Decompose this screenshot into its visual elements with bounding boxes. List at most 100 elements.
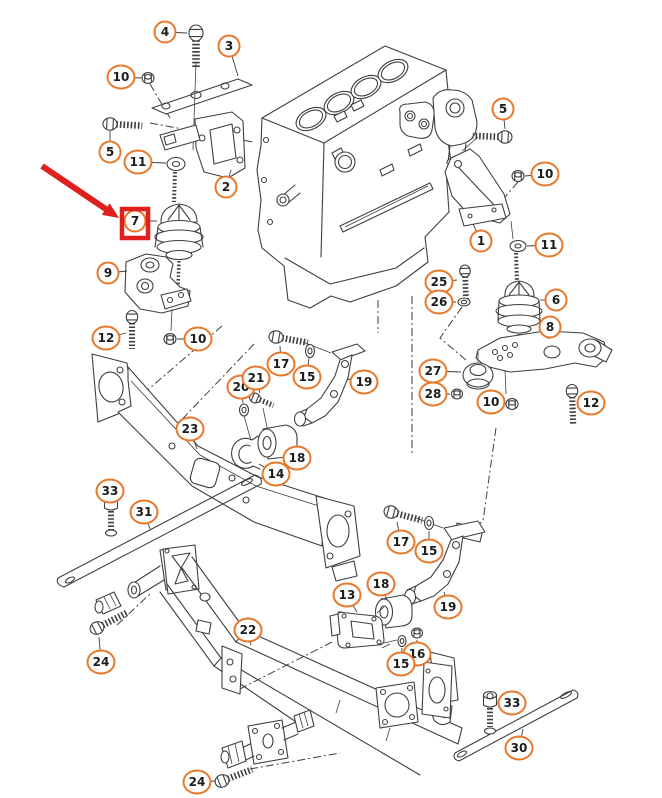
bolt-4 <box>188 24 204 69</box>
callout-11-13[interactable]: 11 <box>534 232 564 258</box>
callout-15-23[interactable]: 15 <box>292 364 322 390</box>
callout-33-30[interactable]: 33 <box>95 478 125 504</box>
callout-18-34[interactable]: 18 <box>366 571 396 597</box>
callout-8-17[interactable]: 8 <box>538 315 562 339</box>
svg-text:24: 24 <box>93 655 110 669</box>
nut-10-b <box>163 333 177 345</box>
callout-26-15[interactable]: 26 <box>424 289 454 315</box>
callout-24-43[interactable]: 24 <box>182 769 212 795</box>
mount-6-stud-top <box>514 252 519 283</box>
callout-1-12[interactable]: 1 <box>469 229 493 253</box>
callout-5-3[interactable]: 5 <box>98 140 122 164</box>
washer-11-right <box>509 239 527 253</box>
callout-21-26[interactable]: 21 <box>241 365 271 391</box>
bolt-24-bottom <box>214 766 254 788</box>
callout-28-19[interactable]: 28 <box>418 381 448 407</box>
bolt-25 <box>459 264 471 301</box>
mount-cylinder-bottom <box>220 709 315 769</box>
callout-15-33[interactable]: 15 <box>414 538 444 564</box>
nut-28 <box>450 388 464 400</box>
svg-text:10: 10 <box>113 70 130 84</box>
callout-22-37[interactable]: 22 <box>233 617 263 643</box>
svg-text:12: 12 <box>583 396 600 410</box>
svg-text:17: 17 <box>273 357 290 371</box>
callout-23-27[interactable]: 23 <box>175 416 205 442</box>
callout-6-16[interactable]: 6 <box>544 288 568 312</box>
callout-19-36[interactable]: 19 <box>433 594 463 620</box>
callout-15-39[interactable]: 15 <box>386 651 416 677</box>
svg-text:19: 19 <box>356 375 373 389</box>
svg-text:8: 8 <box>546 320 554 334</box>
plate-3 <box>151 78 253 115</box>
coolant-flange <box>399 89 478 167</box>
bolt-5-left <box>102 117 143 131</box>
nut-10-a <box>141 72 155 84</box>
callout-31-31[interactable]: 31 <box>129 499 159 525</box>
callout-14-29[interactable]: 14 <box>261 461 291 487</box>
callout-11-4[interactable]: 11 <box>123 149 153 175</box>
svg-text:5: 5 <box>106 145 114 159</box>
svg-text:10: 10 <box>537 167 554 181</box>
bracket-14 <box>231 435 261 470</box>
bolt-17-upper-axis <box>302 341 332 354</box>
svg-text:23: 23 <box>182 422 199 436</box>
callout-7-6[interactable]: 7 <box>123 209 147 233</box>
washer-11-left <box>166 156 186 172</box>
callout-12-8[interactable]: 12 <box>91 325 121 351</box>
bracket-19-lower <box>403 520 486 606</box>
bracket-9 <box>124 253 192 332</box>
bolt-21 <box>249 392 275 408</box>
nut-10-c <box>511 170 525 182</box>
subframe-23 <box>91 353 361 582</box>
callout-17-22[interactable]: 17 <box>266 351 296 377</box>
flange-plate-round-hole <box>375 681 419 729</box>
svg-text:14: 14 <box>268 467 285 481</box>
svg-text:33: 33 <box>102 484 119 498</box>
callout-10-20[interactable]: 10 <box>476 389 506 415</box>
callout-18-28[interactable]: 18 <box>282 445 312 471</box>
bracket-19-upper <box>293 343 366 427</box>
callout-10-2[interactable]: 10 <box>106 64 136 90</box>
hardware-layer <box>89 24 579 788</box>
callout-10-11[interactable]: 10 <box>530 161 560 187</box>
callout-30-42[interactable]: 30 <box>504 735 534 761</box>
svg-text:11: 11 <box>130 155 147 169</box>
nut-16 <box>410 627 424 639</box>
callout-2-5[interactable]: 2 <box>214 175 238 199</box>
mount-7-stud-bottom <box>176 260 181 287</box>
bolt-5-right <box>472 130 513 144</box>
callout-3-1[interactable]: 3 <box>217 34 241 58</box>
svg-text:4: 4 <box>161 25 169 39</box>
bolt-24-left <box>89 609 130 635</box>
callout-33-41[interactable]: 33 <box>497 690 527 716</box>
svg-text:6: 6 <box>552 293 560 307</box>
nut-10-d <box>505 398 519 410</box>
callout-24-40[interactable]: 24 <box>86 649 116 675</box>
callout-19-24[interactable]: 19 <box>349 369 379 395</box>
damper-27 <box>462 352 494 390</box>
engine-mount-7 <box>154 203 204 261</box>
highlight-arrow-head <box>101 203 119 218</box>
callout-10-9[interactable]: 10 <box>183 326 213 352</box>
bracket-1 <box>444 148 514 240</box>
svg-text:17: 17 <box>393 535 410 549</box>
callout-27-18[interactable]: 27 <box>418 358 448 384</box>
crossmember-22 <box>159 544 463 776</box>
callout-4-0[interactable]: 4 <box>153 20 177 44</box>
bracket-8 <box>475 330 613 395</box>
svg-text:15: 15 <box>421 544 438 558</box>
callout-9-7[interactable]: 9 <box>96 261 120 285</box>
callout-12-21[interactable]: 12 <box>576 390 606 416</box>
callout-17-32[interactable]: 17 <box>386 529 416 555</box>
engine-block <box>256 45 478 309</box>
callout-13-35[interactable]: 13 <box>332 582 362 608</box>
svg-text:5: 5 <box>499 102 507 116</box>
callout-5-10[interactable]: 5 <box>491 97 515 121</box>
socket-bolt-33-right <box>482 690 498 735</box>
svg-text:24: 24 <box>189 775 206 789</box>
strut-bar-31 <box>56 474 262 588</box>
bolt-17-upper <box>268 330 309 346</box>
svg-text:31: 31 <box>136 505 153 519</box>
highlight-arrow-shaft <box>40 163 110 213</box>
